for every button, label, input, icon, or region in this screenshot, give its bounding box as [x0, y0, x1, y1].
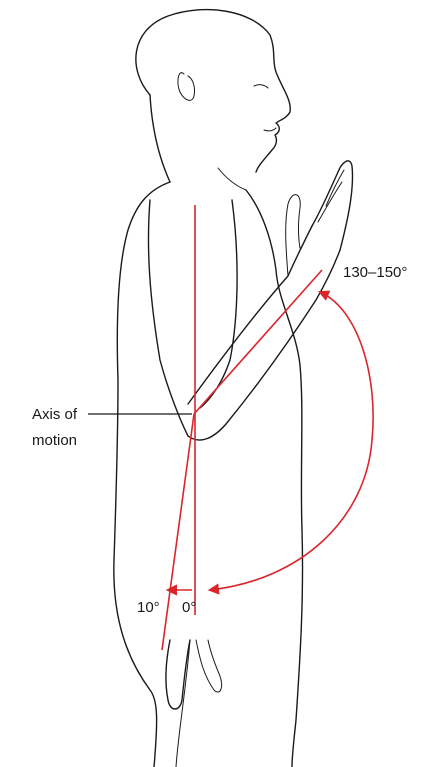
neck-front	[218, 168, 246, 190]
forearm-lower	[188, 250, 340, 440]
head-outline	[136, 10, 290, 172]
forearm-upper	[188, 226, 312, 404]
back-outline	[114, 182, 170, 767]
hand-outline	[312, 161, 353, 250]
axis-of-motion-label-line2: motion	[32, 432, 77, 449]
mouth	[264, 128, 276, 131]
finger-lines	[318, 170, 344, 222]
lower-fingers	[196, 640, 222, 692]
forearm-axis-line	[194, 270, 322, 414]
flexion-range-label: 130–150°	[343, 264, 407, 281]
back-leg-outline	[176, 640, 190, 767]
front-outline	[246, 190, 303, 767]
human-figure	[114, 10, 353, 767]
motion-annotations	[162, 205, 373, 650]
ear	[178, 73, 195, 101]
neck-back	[150, 95, 170, 182]
upper-arm-back	[148, 200, 188, 436]
axis-of-motion-label-line1: Axis of	[32, 406, 78, 423]
upper-arm-front	[200, 200, 237, 408]
neutral-angle-label: 0°	[182, 599, 196, 616]
eye	[254, 85, 268, 88]
hyperextension-angle-label: 10°	[137, 599, 160, 616]
